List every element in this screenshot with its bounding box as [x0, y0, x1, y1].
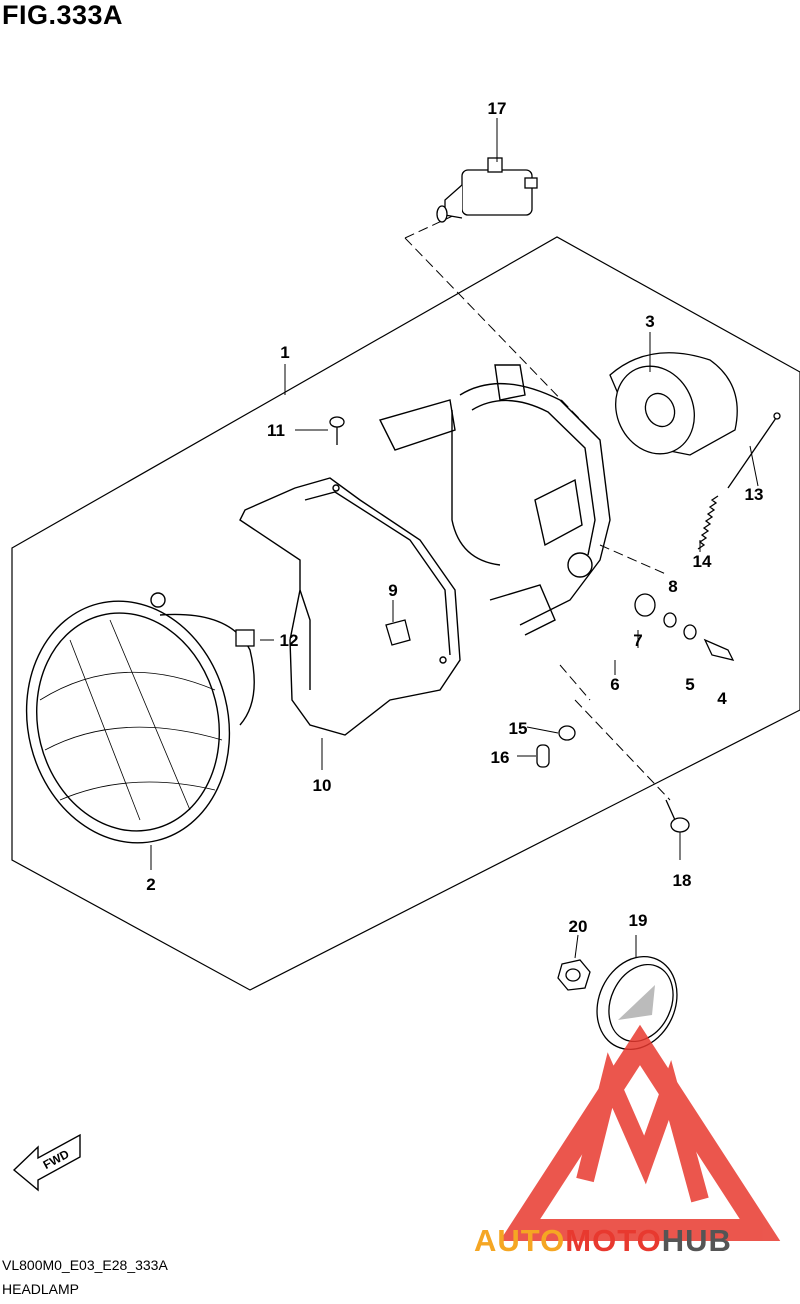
spring-part [697, 495, 719, 550]
figure-name: HEADLAMP [2, 1281, 80, 1297]
bolt-part-18 [665, 799, 690, 833]
callout-2: 2 [146, 875, 155, 894]
callout-17: 17 [488, 99, 507, 118]
callout-8: 8 [668, 577, 677, 596]
callout-7: 7 [633, 631, 642, 650]
callout-3: 3 [645, 312, 654, 331]
nut-part [235, 629, 255, 647]
callout-6: 6 [610, 675, 619, 694]
callout-19: 19 [629, 911, 648, 930]
hardware-parts [634, 593, 735, 661]
headlamp-unit-part [25, 592, 255, 844]
figure-title: FIG.333A [2, 0, 124, 30]
clip-part [385, 619, 411, 646]
callout-18: 18 [673, 871, 692, 890]
callout-16: 16 [491, 748, 510, 767]
callout-11: 11 [267, 421, 285, 440]
watermark-text: AUTOMOTOHUB [474, 1223, 732, 1259]
callout-leaders [150, 118, 759, 959]
callout-13: 13 [745, 485, 764, 504]
watermark-moto: MOTO [565, 1223, 662, 1258]
grommet-parts [536, 725, 576, 768]
housing-rim-part [609, 352, 738, 456]
adjust-screw-part [727, 412, 781, 489]
callout-20: 20 [569, 917, 588, 936]
bulb-part [436, 157, 538, 223]
nut-part-20 [557, 959, 591, 991]
watermark-hub: HUB [661, 1223, 732, 1258]
callout-4: 4 [717, 689, 727, 708]
automotohub-logo-icon [499, 1024, 781, 1241]
dashed-leaders [404, 194, 671, 801]
callout-1: 1 [280, 343, 289, 362]
callout-5: 5 [685, 675, 694, 694]
callout-9: 9 [388, 581, 397, 600]
callout-14: 14 [693, 552, 712, 571]
screw-part-11 [329, 416, 345, 445]
fwd-arrow-icon: FWD [12, 1133, 81, 1192]
callout-10: 10 [313, 776, 332, 795]
callout-12: 12 [280, 631, 299, 650]
callout-15: 15 [509, 719, 528, 738]
assembly-boundary [11, 236, 800, 991]
watermark-auto: AUTO [474, 1223, 566, 1258]
figure-code: VL800M0_E03_E28_333A [2, 1257, 168, 1273]
cover-cap-part [596, 955, 678, 1051]
side-bracket-part [239, 477, 461, 736]
headlamp-stay-part [378, 364, 611, 636]
